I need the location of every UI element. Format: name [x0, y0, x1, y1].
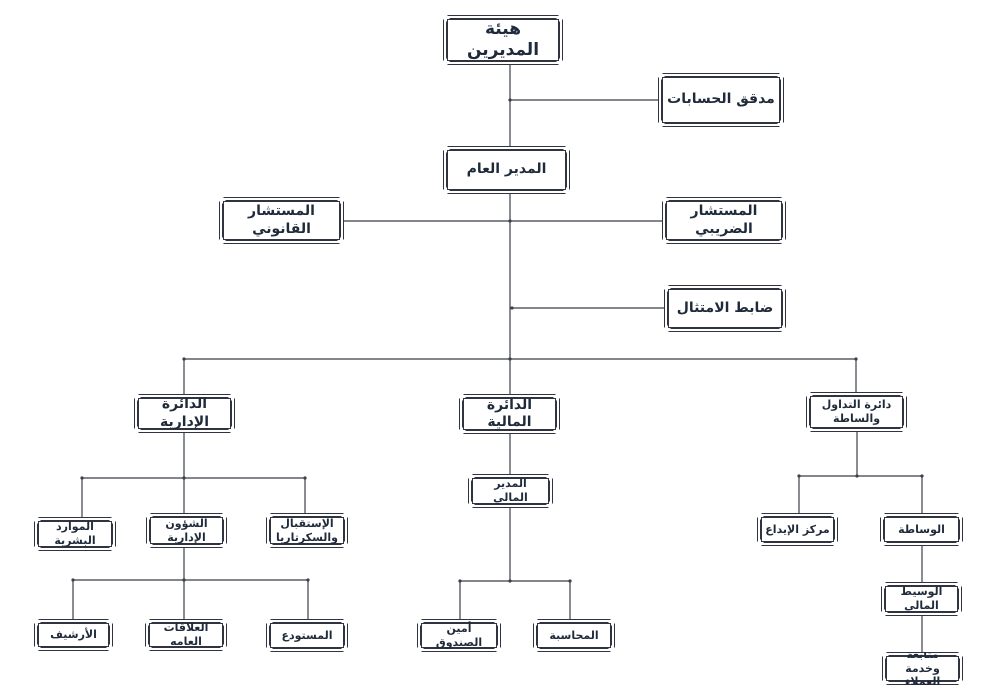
- tax-advisor-label: المستشار الضريبي: [690, 203, 758, 237]
- compliance-officer-label: ضابط الامتثال: [676, 299, 774, 316]
- board-of-directors-label: هيئة المديرين: [466, 18, 540, 60]
- brokerage-box[interactable]: الوساطة: [880, 513, 963, 546]
- admin-affairs-label: الشؤون الإدارية: [165, 516, 208, 544]
- accounting-box[interactable]: المحاسبة: [533, 619, 615, 652]
- deposit-center-label: مركز الإيداع: [765, 522, 830, 536]
- compliance-officer-box[interactable]: ضابط الامتثال: [664, 285, 786, 332]
- cfo-label: المدير المالي: [493, 477, 528, 504]
- warehouse-label: المستودع: [281, 628, 333, 642]
- accounting-label: المحاسبة: [549, 628, 599, 642]
- financial-broker-box[interactable]: الوسيط المالي: [881, 582, 962, 616]
- legal-advisor-label: المستشار القانوني: [248, 203, 315, 237]
- admin-department-box[interactable]: الدائرة الإدارية: [134, 394, 235, 433]
- auditor-box[interactable]: مدقق الحسابات: [658, 73, 784, 127]
- auditor-label: مدقق الحسابات: [667, 91, 775, 108]
- warehouse-box[interactable]: المستودع: [266, 619, 348, 652]
- trading-department-label: دائرة التداول والساطة: [821, 398, 892, 425]
- legal-advisor-box[interactable]: المستشار القانوني: [219, 197, 344, 244]
- general-manager-label: المدير العام: [466, 161, 547, 178]
- cashier-label: أمين الصندوق: [435, 621, 483, 649]
- general-manager-box[interactable]: المدير العام: [443, 146, 570, 194]
- hr-box[interactable]: الموارد البشرية: [34, 517, 116, 551]
- tax-advisor-box[interactable]: المستشار الضريبي: [662, 197, 786, 244]
- client-service-label: متابعة وخدمة العملاء: [904, 647, 941, 689]
- public-relations-box[interactable]: العلاقات العامه: [145, 619, 227, 651]
- reception-secretariat-box[interactable]: الإستقبال والسكرتاريا: [266, 513, 348, 548]
- archive-label: الأرشيف: [50, 628, 97, 642]
- admin-affairs-box[interactable]: الشؤون الإدارية: [146, 513, 227, 548]
- admin-department-label: الدائرة الإدارية: [159, 396, 209, 430]
- cfo-box[interactable]: المدير المالي: [468, 474, 553, 508]
- brokerage-label: الوساطة: [898, 522, 945, 536]
- financial-broker-label: الوسيط المالي: [900, 585, 943, 612]
- archive-box[interactable]: الأرشيف: [34, 619, 113, 651]
- cashier-box[interactable]: أمين الصندوق: [417, 619, 501, 652]
- finance-department-label: الدائرة المالية: [486, 396, 533, 430]
- client-service-box[interactable]: متابعة وخدمة العملاء: [882, 652, 963, 685]
- board-of-directors-box[interactable]: هيئة المديرين: [443, 15, 563, 65]
- reception-secretariat-label: الإستقبال والسكرتاريا: [275, 516, 339, 544]
- deposit-center-box[interactable]: مركز الإيداع: [757, 513, 838, 546]
- trading-department-box[interactable]: دائرة التداول والساطة: [806, 392, 907, 432]
- finance-department-box[interactable]: الدائرة المالية: [459, 394, 560, 434]
- hr-label: الموارد البشرية: [54, 520, 96, 547]
- public-relations-label: العلاقات العامه: [163, 621, 209, 648]
